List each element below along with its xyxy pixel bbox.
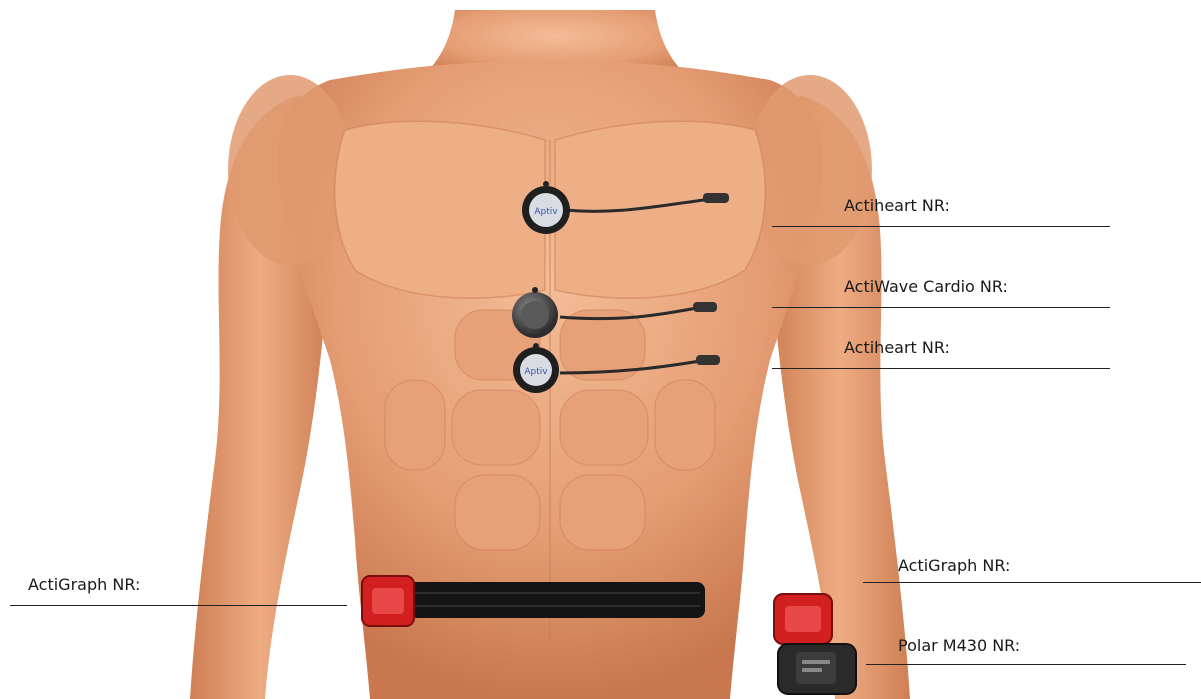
label-polar-m430: Polar M430 NR: bbox=[898, 636, 1020, 655]
line-polar-m430 bbox=[866, 664, 1186, 665]
left-deltoid bbox=[228, 75, 352, 265]
svg-text:Aptiv: Aptiv bbox=[534, 207, 558, 217]
wrist-actigraph-device bbox=[774, 594, 832, 644]
line-wrist-actigraph bbox=[863, 582, 1201, 583]
line-hip-actigraph bbox=[10, 605, 347, 606]
label-lower-actiheart: Actiheart NR: bbox=[844, 338, 950, 357]
label-hip-actigraph: ActiGraph NR: bbox=[28, 575, 140, 594]
line-chest-actiheart bbox=[772, 226, 1110, 227]
label-actiwave-cardio: ActiWave Cardio NR: bbox=[844, 277, 1008, 296]
left-pectoral bbox=[335, 121, 545, 298]
line-lower-actiheart bbox=[772, 368, 1110, 369]
polar-m430-watch bbox=[778, 644, 856, 694]
label-chest-actiheart: Actiheart NR: bbox=[844, 196, 950, 215]
label-wrist-actigraph: ActiGraph NR: bbox=[898, 556, 1010, 575]
right-deltoid bbox=[748, 75, 872, 265]
line-actiwave-cardio bbox=[772, 307, 1110, 308]
svg-text:Aptiv: Aptiv bbox=[524, 367, 548, 377]
